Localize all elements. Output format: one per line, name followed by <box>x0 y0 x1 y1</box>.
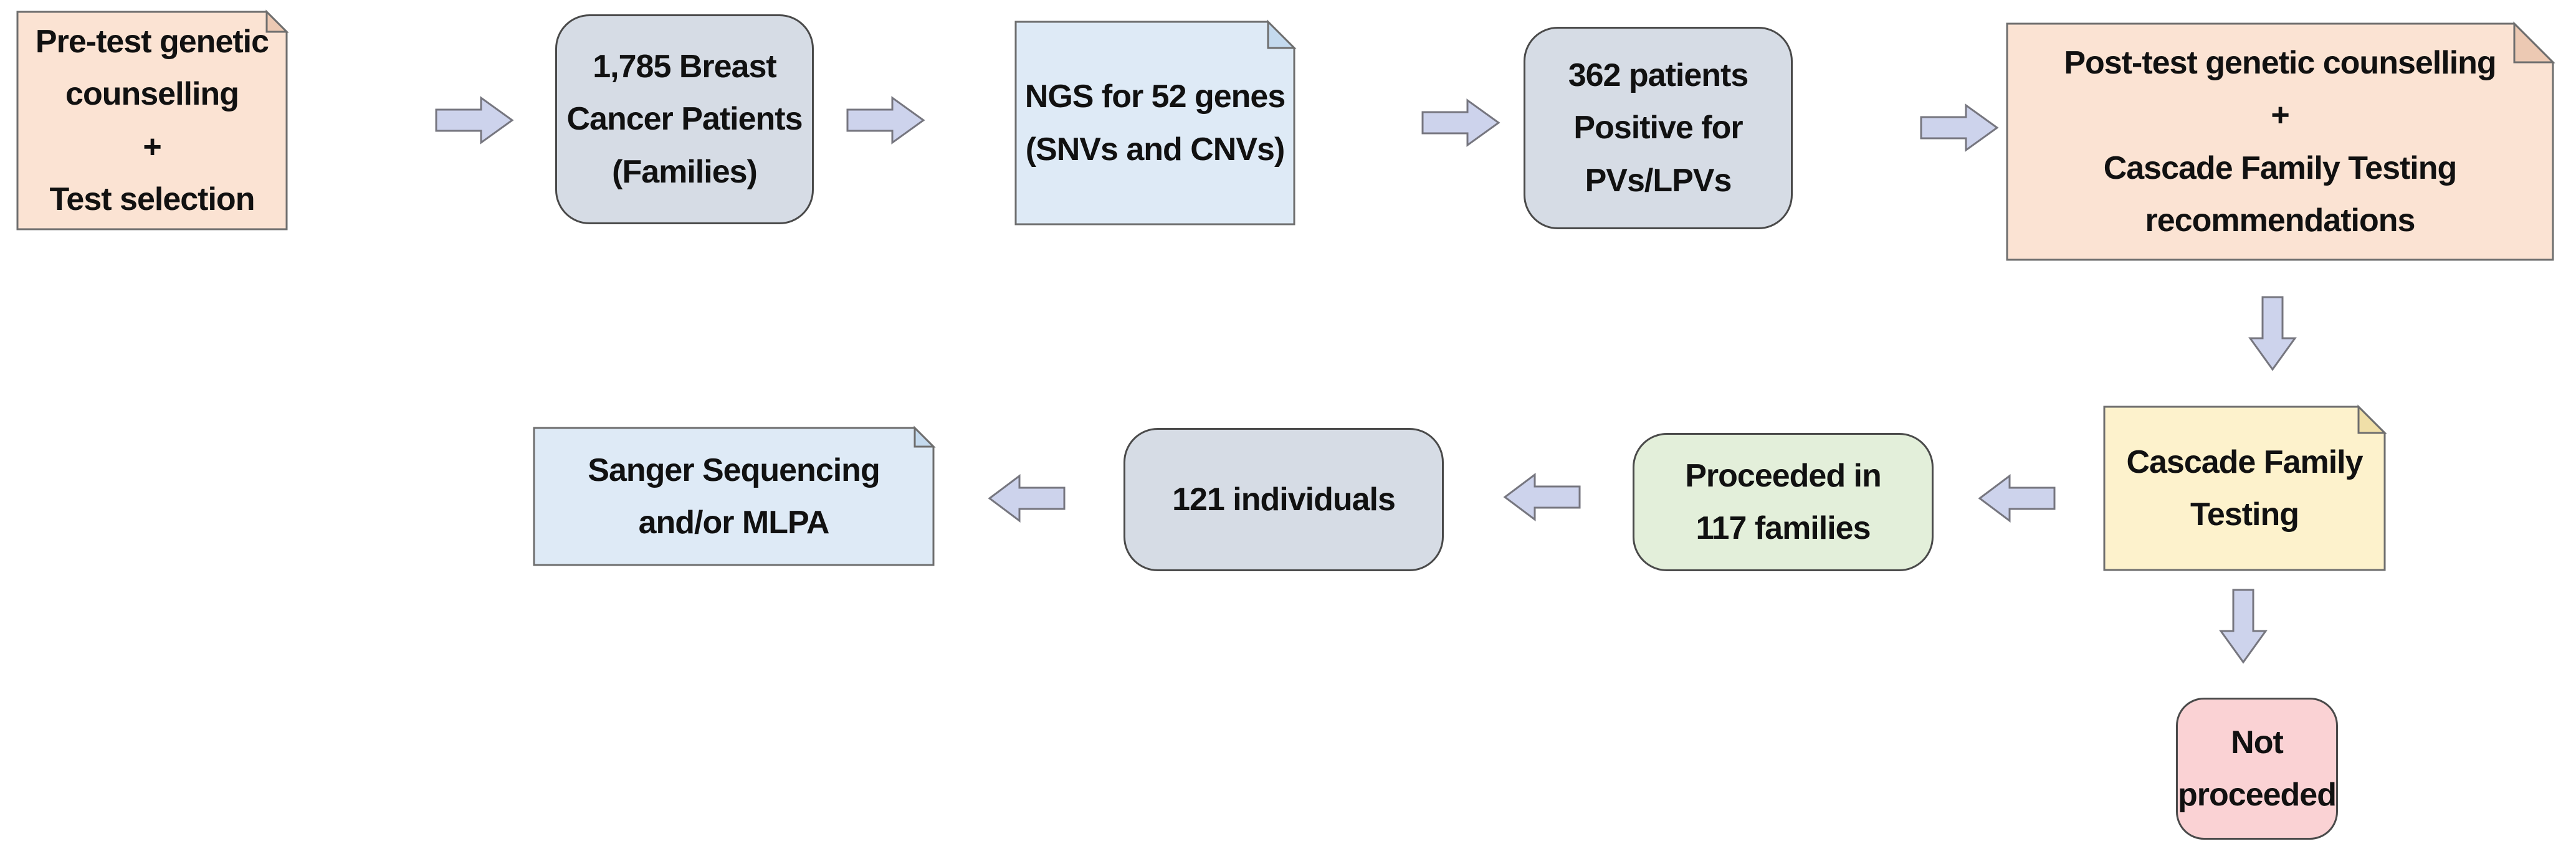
label-line: 117 families <box>1696 510 1871 546</box>
label-line: (SNVs and CNVs) <box>1025 131 1286 168</box>
node-proceeded-families: Proceeded in 117 families <box>1633 433 1934 571</box>
label-line: 121 individuals <box>1172 481 1396 518</box>
node-sanger-mlpa: Sanger Sequencing and/or MLPA <box>533 425 936 566</box>
folded-corner-flap <box>265 9 289 33</box>
node-cascade-family-testing-label: Cascade Family Testing <box>2104 407 2385 570</box>
label-line: + <box>143 128 161 165</box>
label-line: Positive for <box>1573 110 1743 146</box>
label-line: Cascade Family <box>2126 444 2363 480</box>
folded-corner-flap <box>914 425 936 448</box>
label-line: Testing <box>2190 496 2299 533</box>
label-line: proceeded <box>2178 777 2337 813</box>
flow-arrow-right-1 <box>435 96 514 145</box>
node-post-test-counselling: Post-test genetic counselling + Cascade … <box>2006 21 2555 261</box>
flow-arrow-down-1 <box>2248 296 2297 371</box>
folded-corner-shape <box>1014 19 1297 225</box>
flow-arrow-right-4 <box>1920 103 1999 152</box>
node-proceeded-families-label: Proceeded in 117 families <box>1634 435 1932 569</box>
node-breast-cancer-patients: 1,785 Breast Cancer Patients (Families) <box>555 14 814 224</box>
flow-arrow-right-3 <box>1421 98 1500 147</box>
label-line: Not <box>2231 724 2284 761</box>
label-line: PVs/LPVs <box>1585 162 1732 199</box>
node-post-test-counselling-label: Post-test genetic counselling + Cascade … <box>2007 24 2553 260</box>
node-sanger-mlpa-label: Sanger Sequencing and/or MLPA <box>534 428 933 565</box>
node-not-proceeded: Not proceeded <box>2176 698 2338 840</box>
label-line: Post-test genetic counselling <box>2064 45 2496 82</box>
label-line: Pre-test genetic <box>35 24 269 60</box>
label-line: 362 patients <box>1568 57 1749 94</box>
folded-corner-flap <box>1267 19 1297 49</box>
node-individuals-label: 121 individuals <box>1125 430 1442 569</box>
label-line: Sanger Sequencing <box>588 452 880 488</box>
flow-arrow-down-2 <box>2219 589 2268 664</box>
label-line: NGS for 52 genes <box>1024 78 1286 115</box>
label-line: Cascade Family Testing <box>2103 149 2458 186</box>
flow-arrow-left-1 <box>1978 474 2056 523</box>
node-individuals: 121 individuals <box>1123 428 1444 571</box>
node-breast-cancer-patients-label: 1,785 Breast Cancer Patients (Families) <box>557 16 812 222</box>
node-ngs-52-genes: NGS for 52 genes (SNVs and CNVs) <box>1014 19 1297 225</box>
label-line: and/or MLPA <box>638 505 830 541</box>
label-line: 1,785 Breast <box>593 49 776 85</box>
folded-corner-shape <box>16 9 289 230</box>
label-line: Cancer Patients <box>566 101 803 138</box>
node-pre-test-counselling-label: Pre-test genetic counselling + Test sele… <box>17 12 287 229</box>
node-positive-patients: 362 patients Positive for PVs/LPVs <box>1524 27 1793 229</box>
label-line: counselling <box>65 76 239 113</box>
folded-corner-shape <box>2103 404 2387 571</box>
node-positive-patients-label: 362 patients Positive for PVs/LPVs <box>1525 29 1791 227</box>
flow-arrow-left-2 <box>1503 473 1581 521</box>
label-line: Proceeded in <box>1685 457 1882 494</box>
flow-arrow-right-2 <box>846 96 925 145</box>
node-not-proceeded-label: Not proceeded <box>2178 700 2337 838</box>
folded-corner-shape <box>533 425 936 566</box>
node-ngs-52-genes-label: NGS for 52 genes (SNVs and CNVs) <box>1016 22 1294 224</box>
folded-corner-flap <box>2513 21 2555 64</box>
flow-arrow-left-3 <box>988 474 1066 523</box>
folded-corner-flap <box>2357 404 2387 434</box>
label-line: + <box>2271 97 2289 134</box>
folded-corner-shape <box>2006 21 2555 261</box>
label-line: recommendations <box>2145 202 2416 239</box>
label-line: Test selection <box>49 181 255 217</box>
node-cascade-family-testing: Cascade Family Testing <box>2103 404 2387 571</box>
label-line: (Families) <box>612 153 758 190</box>
node-pre-test-counselling: Pre-test genetic counselling + Test sele… <box>16 9 289 230</box>
